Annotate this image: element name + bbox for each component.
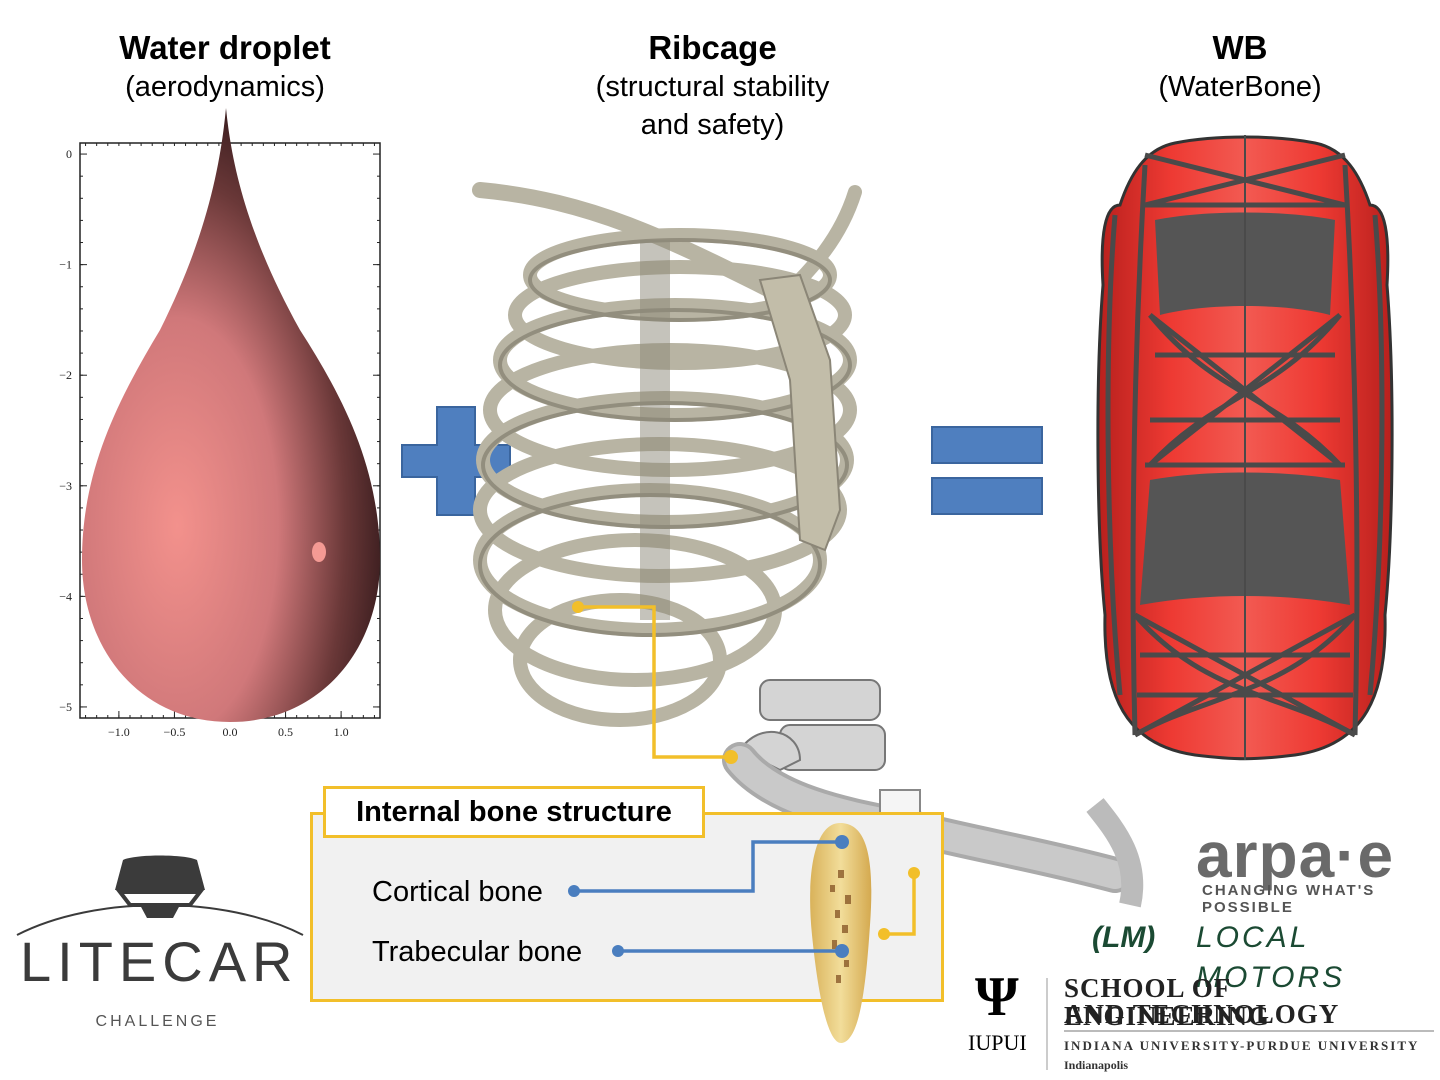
x-tick-label: 0.5 [278,725,293,739]
header-subtitle: (WaterBone) [1158,71,1322,103]
litecar-logo-word: LITECAR [20,930,299,993]
callout-title: Internal bone structure [323,786,705,838]
logo-divider [1046,978,1048,1070]
arpae-logo-tagline: CHANGING WHAT'S POSSIBLE [1202,882,1376,916]
equals-icon [931,426,1043,515]
y-tick-label: −1 [59,258,72,272]
logo-rule [1064,1030,1434,1032]
droplet-shape [82,108,380,722]
litecar-car-icon [16,855,304,936]
x-tick-label: −1.0 [108,725,130,739]
y-tick-label: 0 [66,147,72,161]
bone-cross-section [810,823,872,1044]
iu-trident-icon: Ψ [975,966,1019,1028]
litecar-logo-tagline: CHALLENGE [95,1013,220,1030]
plot-ticks: −1.0 −0.5 0.0 0.5 1.0 0 −1 −2 −3 −4 −5 [59,143,380,739]
header-waterbone: WB (WaterBone) [1120,28,1360,106]
arpae-logo-word: arpa·e [1196,819,1395,891]
ribcage-illustration [472,182,862,727]
header-water-droplet: Water droplet (aerodynamics) [80,28,370,106]
label-cortical-bone: Cortical bone [372,876,543,908]
y-tick-label: −3 [59,479,72,493]
school-name-line1: SCHOOL OF ENGINEERING [1064,973,1271,1031]
header-title: Water droplet [119,29,331,66]
leader-dot [612,945,624,957]
label-trabecular-bone: Trabecular bone [372,936,583,968]
ribcage-to-rib-leader [578,605,731,759]
header-subtitle: (aerodynamics) [125,71,325,103]
x-tick-label: 0.0 [223,725,238,739]
university-name: INDIANA UNIVERSITY-PURDUE UNIVERSITY [1064,1038,1420,1053]
leader-dot [835,944,849,958]
leader-dot [908,867,920,879]
header-title: Ribcage [648,29,777,66]
university-city: Indianapolis [1064,1058,1129,1072]
leader-dot [835,835,849,849]
leader-dot [724,750,738,764]
iupui-abbr: IUPUI [968,1030,1027,1055]
leader-dot [568,885,580,897]
bone-section-leader [884,873,916,936]
leader-dot [572,601,584,613]
local-motors-word: LOCAL MOTORS [1196,921,1346,994]
cortical-leader [574,840,842,893]
y-tick-label: −2 [59,368,72,382]
header-ribcage: Ribcage (structural stability and safety… [540,28,885,144]
y-tick-label: −5 [59,700,72,714]
school-name-line2: AND TECHNOLOGY [1064,999,1340,1029]
x-tick-label: −0.5 [164,725,186,739]
local-motors-badge: (LM) [1092,921,1156,954]
y-tick-label: −4 [59,589,72,603]
header-title: WB [1212,29,1268,66]
leader-dot [878,928,890,940]
header-subtitle-line2: and safety) [640,109,785,141]
droplet-highlight [312,542,326,562]
header-subtitle-line1: (structural stability [595,71,830,103]
x-tick-label: 1.0 [334,725,349,739]
waterbone-car-illustration [1096,135,1394,761]
